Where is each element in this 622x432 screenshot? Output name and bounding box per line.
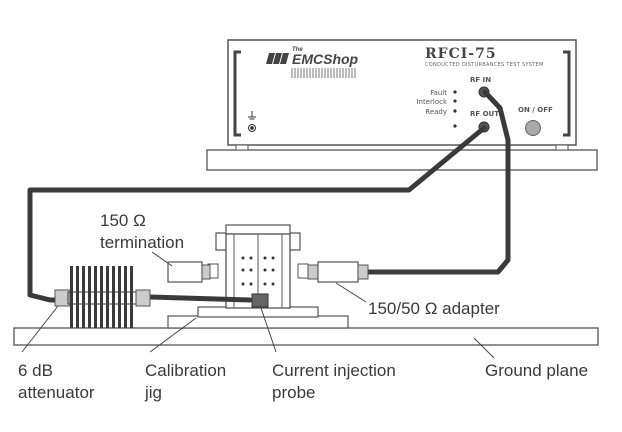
jig-label-line2: jig — [144, 383, 162, 402]
attenuator-to-jig-cable — [147, 294, 253, 303]
svg-text:EMCShop: EMCShop — [292, 51, 359, 67]
attenuator-label-line1: 6 dB — [18, 361, 53, 380]
svg-text:The: The — [292, 47, 303, 53]
cables — [27, 89, 511, 303]
probe-label-line1: Current injection — [272, 361, 396, 380]
termination-label-line1: 150 Ω — [100, 211, 146, 230]
calibration-jig — [167, 224, 349, 329]
power-label: ON / OFF — [518, 106, 553, 114]
status-indicators: Fault Interlock Ready — [416, 89, 457, 128]
adapter-label: 150/50 Ω adapter — [368, 299, 500, 318]
rf-in-label: RF IN — [470, 76, 491, 84]
vent-grille — [291, 68, 356, 78]
rfci-75-instrument: The EMCShop RFCI-75 CONDUCTED DISTURBANC… — [227, 39, 577, 151]
termination-label-line2: termination — [100, 233, 184, 252]
attenuator-6db — [54, 266, 151, 328]
ground-terminal-icon — [248, 111, 256, 132]
power-button — [525, 120, 541, 136]
fault-led-icon — [453, 90, 457, 94]
probe-label-line2: probe — [272, 383, 315, 402]
extra-led-icon — [453, 124, 457, 128]
emcshop-logo: The EMCShop — [266, 47, 359, 67]
interlock-led-icon — [453, 99, 457, 103]
ground-plane-label: Ground plane — [485, 361, 588, 380]
adapter-150-50 — [307, 261, 369, 283]
fault-label: Fault — [430, 89, 447, 97]
rf-out-cable — [27, 125, 487, 303]
ground-plane — [13, 327, 599, 346]
instrument-shelf — [206, 149, 598, 171]
leader-lines — [21, 251, 495, 359]
model-name: RFCI-75 — [425, 46, 497, 62]
rf-in-cable — [365, 89, 511, 275]
termination-150-ohm — [167, 261, 211, 283]
interlock-label: Interlock — [416, 98, 448, 106]
model-subtitle: CONDUCTED DISTURBANCES TEST SYSTEM — [425, 62, 544, 68]
labels: 150 Ω termination 150/50 Ω adapter 6 dB … — [18, 211, 588, 402]
attenuator-label-line2: attenuator — [18, 383, 95, 402]
ready-label: Ready — [425, 108, 447, 116]
rf-out-label: RF OUT — [470, 110, 499, 118]
jig-label-line1: Calibration — [145, 361, 226, 380]
ready-led-icon — [453, 109, 457, 113]
